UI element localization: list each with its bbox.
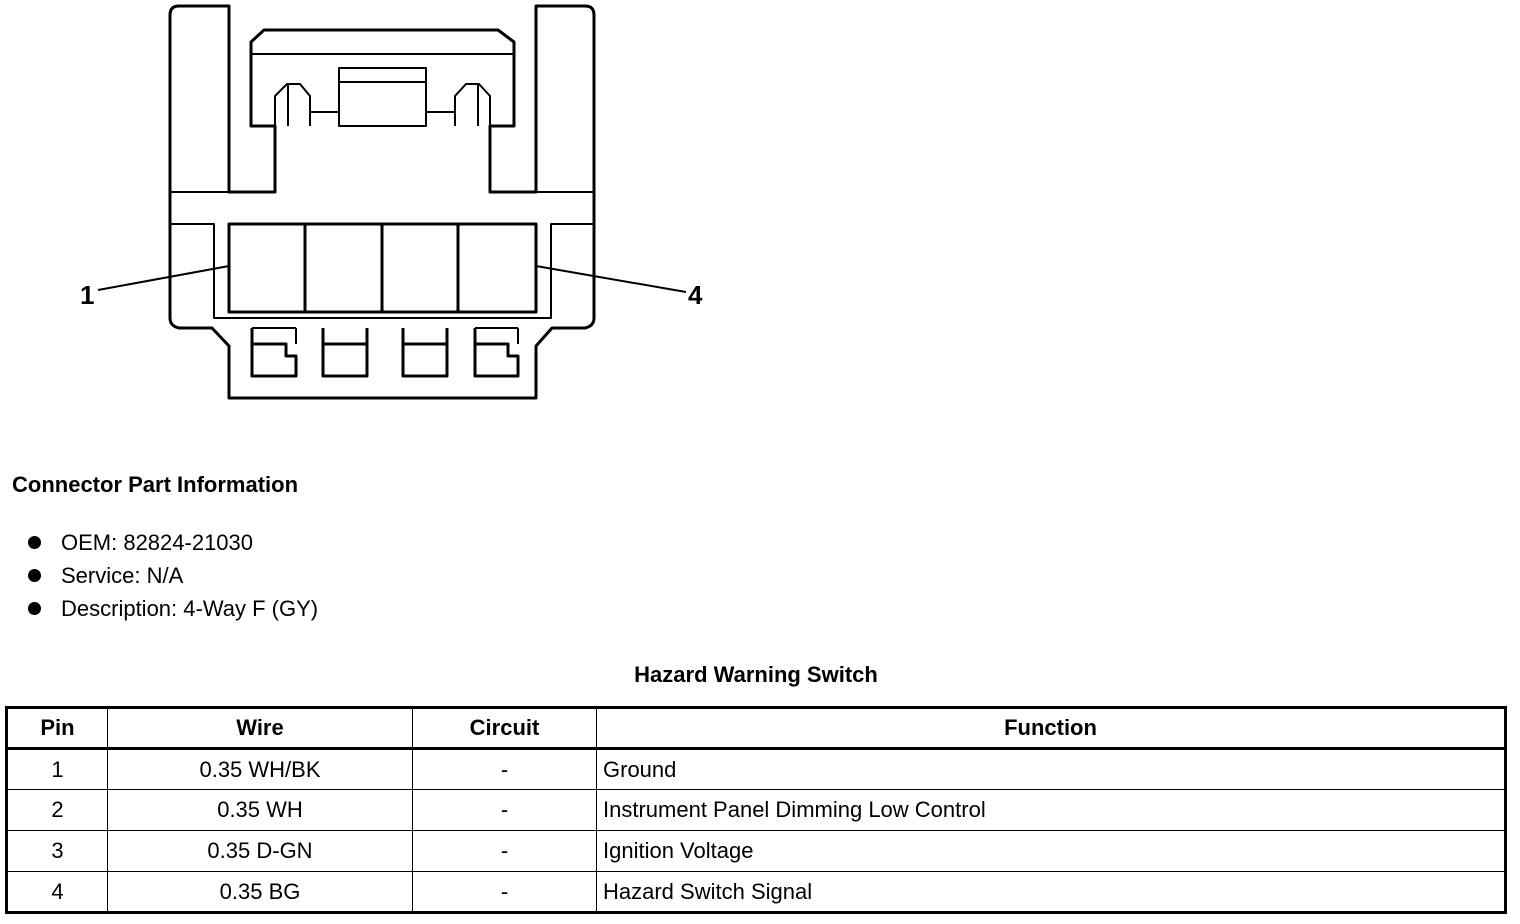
pin-1-callout: 1 <box>80 280 94 310</box>
connector-housing-outline <box>168 4 596 400</box>
pin-4-callout: 4 <box>688 280 703 310</box>
function-cell: Ignition Voltage <box>596 830 1506 872</box>
pin-4-leader-line <box>535 265 687 293</box>
table-row: 4 0.35 BG - Hazard Switch Signal <box>6 871 1506 913</box>
column-header-circuit: Circuit <box>412 707 597 750</box>
column-header-wire: Wire <box>107 707 413 750</box>
circuit-cell: - <box>412 871 597 913</box>
latch-center-block <box>338 67 427 127</box>
pin-cell: 3 <box>6 830 108 872</box>
function-cell: Ground <box>596 748 1506 790</box>
wire-cell: 0.35 WH/BK <box>107 748 413 790</box>
connector-description: Description: 4-Way F (GY) <box>61 595 319 621</box>
connector-info-heading: Connector Part Information <box>12 472 299 497</box>
service-part-number: Service: N/A <box>61 562 184 588</box>
latch-hook-right <box>454 83 491 126</box>
table-header-row: Pin Wire Circuit Function <box>6 707 1506 750</box>
function-cell: Hazard Switch Signal <box>596 871 1506 913</box>
wire-cell: 0.35 D-GN <box>107 830 413 872</box>
terminal-window-4 <box>473 328 520 378</box>
bullet-icon <box>28 536 41 549</box>
terminal-window-edges <box>252 327 519 344</box>
connector-face-diagram: 1 4 <box>80 4 703 400</box>
function-cell: Instrument Panel Dimming Low Control <box>596 789 1506 831</box>
cavity-divider <box>303 224 460 312</box>
terminal-window-1 <box>250 328 298 378</box>
terminal-window-3 <box>401 328 449 378</box>
circuit-cell: - <box>412 830 597 872</box>
list-item: OEM: 82824-21030 <box>28 526 318 559</box>
list-item: Description: 4-Way F (GY) <box>28 592 318 625</box>
bullet-icon <box>28 602 41 615</box>
terminal-window-2 <box>321 328 369 378</box>
pin-1-leader-line <box>97 265 230 291</box>
table-row: 1 0.35 WH/BK - Ground <box>6 748 1506 790</box>
wire-cell: 0.35 BG <box>107 871 413 913</box>
pin-out-table: Pin Wire Circuit Function 1 0.35 WH/BK -… <box>5 706 1507 914</box>
connector-info-list: OEM: 82824-21030 Service: N/A Descriptio… <box>28 526 318 625</box>
wire-cell: 0.35 WH <box>107 789 413 831</box>
column-header-pin: Pin <box>6 707 108 750</box>
column-header-function: Function <box>596 707 1506 750</box>
oem-part-number: OEM: 82824-21030 <box>61 529 254 555</box>
pin-cell: 2 <box>6 789 108 831</box>
circuit-cell: - <box>412 748 597 790</box>
latch-hook-left <box>274 83 311 126</box>
pin-cell: 1 <box>6 748 108 790</box>
table-row: 2 0.35 WH - Instrument Panel Dimming Low… <box>6 789 1506 831</box>
list-item: Service: N/A <box>28 559 318 592</box>
pin-cell: 4 <box>6 871 108 913</box>
pin-table-title: Hazard Warning Switch <box>634 662 878 687</box>
bullet-icon <box>28 569 41 582</box>
circuit-cell: - <box>412 789 597 831</box>
table-row: 3 0.35 D-GN - Ignition Voltage <box>6 830 1506 872</box>
